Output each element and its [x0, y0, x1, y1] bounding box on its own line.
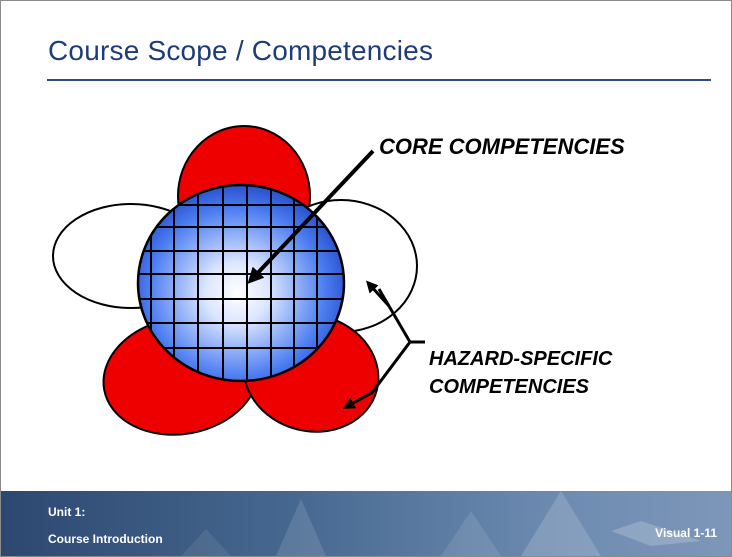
slide-title: Course Scope / Competencies: [48, 35, 434, 66]
footer-visual-number: Visual 1-11: [655, 526, 717, 540]
footer-band: Unit 1: Course Introduction Visual 1-11: [1, 491, 731, 556]
core-arrow: [247, 149, 375, 284]
footer-stars-decoration: [181, 491, 701, 556]
hazard-specific-label-line2: COMPETENCIES: [429, 376, 590, 398]
hazard-specific-label-line1: HAZARD-SPECIFIC: [429, 348, 613, 370]
footer-course-title: Course Introduction: [48, 532, 163, 546]
core-competencies-label: CORE COMPETENCIES: [379, 134, 625, 159]
hazard-arrow-lower: [342, 390, 374, 409]
competency-diagram: CORE COMPETENCIES HAZARD-SPECIFIC COMPET…: [52, 125, 625, 436]
hazard-arrow-upper: [365, 280, 391, 308]
title-rule: [47, 79, 711, 81]
footer-unit: Unit 1:: [48, 505, 86, 519]
